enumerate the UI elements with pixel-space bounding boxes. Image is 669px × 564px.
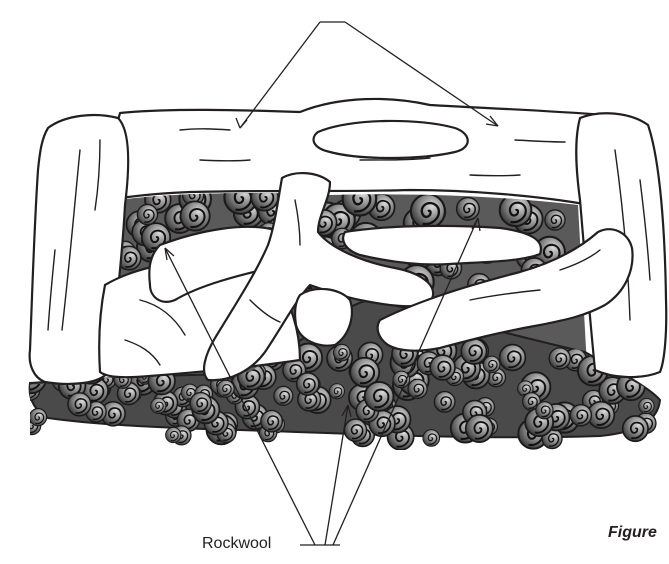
rockwool-ball: [333, 344, 350, 361]
rockwool-ball: [623, 416, 648, 441]
rockwool-ball: [166, 427, 181, 442]
rockwool-ball: [151, 398, 166, 413]
figure-caption: Figure: [608, 524, 657, 542]
rockwool-label: Rockwool: [202, 535, 271, 553]
rockwool-ball: [434, 392, 455, 413]
rockwool-ball: [329, 384, 344, 399]
rockwool-ball: [549, 348, 570, 369]
middle-stub-log: [295, 289, 352, 346]
rockwool-ball: [545, 210, 565, 230]
rockwool-ball: [536, 402, 553, 419]
rockwool-ball: [261, 410, 282, 431]
rockwool-ball: [500, 345, 526, 371]
rockwool-ball: [68, 393, 91, 416]
rockwool-ball: [408, 379, 427, 398]
rockwool-ball: [570, 405, 591, 426]
rockwool-ball: [411, 194, 445, 228]
back-log: [114, 99, 606, 205]
rockwool-ball: [180, 201, 209, 230]
rockwool-ball: [466, 415, 493, 442]
rockwool-ball: [483, 356, 500, 373]
rockwool-ball: [365, 382, 394, 411]
rockwool-ball: [457, 197, 480, 220]
rockwool-ball: [430, 355, 455, 380]
rockwool-ball: [29, 409, 46, 426]
rockwool-ball: [344, 419, 366, 441]
rockwool-ball: [217, 380, 234, 397]
rockwool-ball: [500, 194, 532, 226]
rockwool-ball: [274, 386, 293, 405]
rockwool-ball: [190, 393, 211, 414]
rockwool-ball: [639, 398, 654, 413]
rockwool-ball: [393, 371, 410, 388]
rockwool-ball: [423, 430, 440, 447]
rockwool-ball: [137, 204, 157, 224]
rockwool-ball: [297, 373, 319, 395]
right-diagonal-log: [343, 226, 541, 265]
